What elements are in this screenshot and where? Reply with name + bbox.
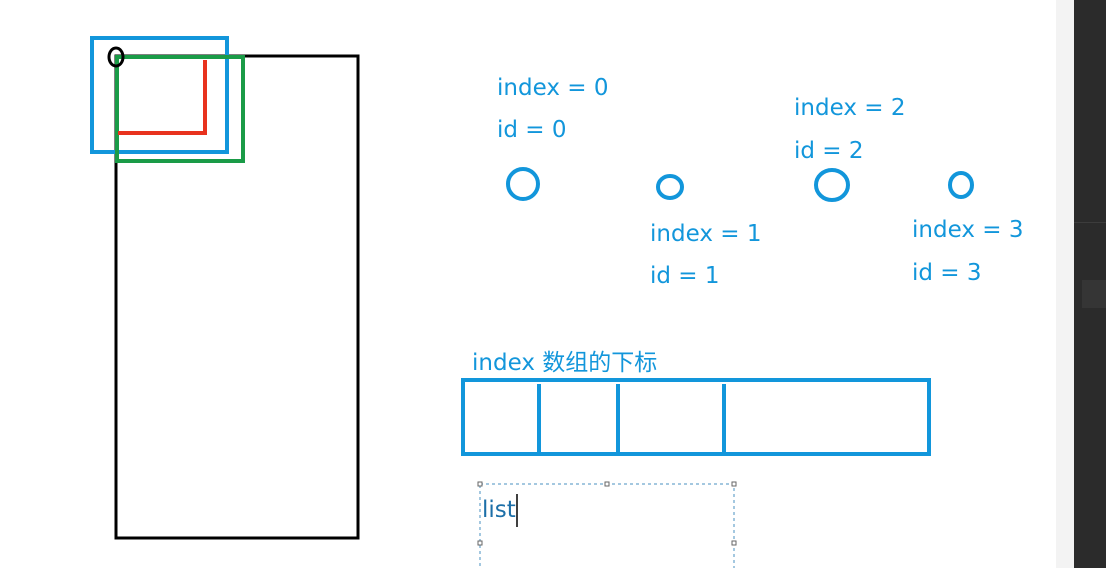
side-panel-divider xyxy=(1074,222,1106,223)
node-circle-1 xyxy=(656,174,684,200)
node3-id-label: id = 3 xyxy=(912,260,982,286)
node-circle-0 xyxy=(506,167,540,201)
black-rectangle xyxy=(114,54,360,540)
text-box-dashed-border xyxy=(479,483,735,568)
node0-id-label: id = 0 xyxy=(497,117,567,143)
origin-circle xyxy=(107,46,125,68)
resize-handle-middle-right[interactable] xyxy=(731,540,737,546)
array-caption: index 数组的下标 xyxy=(472,350,657,376)
array-box xyxy=(461,378,931,456)
side-panel-highlight xyxy=(1082,280,1106,308)
list-text-box[interactable]: list xyxy=(477,481,737,568)
node1-id-label: id = 1 xyxy=(650,263,720,289)
node-circle-3 xyxy=(948,171,974,199)
node-circle-2 xyxy=(814,168,850,202)
resize-handle-top-right[interactable] xyxy=(731,481,737,487)
node1-index-label: index = 1 xyxy=(650,221,761,247)
node3-index-label: index = 3 xyxy=(912,217,1023,243)
node2-index-label: index = 2 xyxy=(794,95,905,121)
blue-square xyxy=(90,36,229,154)
resize-handle-middle-left[interactable] xyxy=(477,540,483,546)
list-text: list xyxy=(482,497,516,523)
resize-handle-top-center[interactable] xyxy=(604,481,610,487)
node0-index-label: index = 0 xyxy=(497,75,608,101)
green-square xyxy=(115,55,245,163)
resize-handle-top-left[interactable] xyxy=(477,481,483,487)
side-panel-light xyxy=(1056,0,1074,568)
red-corner-line xyxy=(118,60,207,135)
node2-id-label: id = 2 xyxy=(794,138,864,164)
